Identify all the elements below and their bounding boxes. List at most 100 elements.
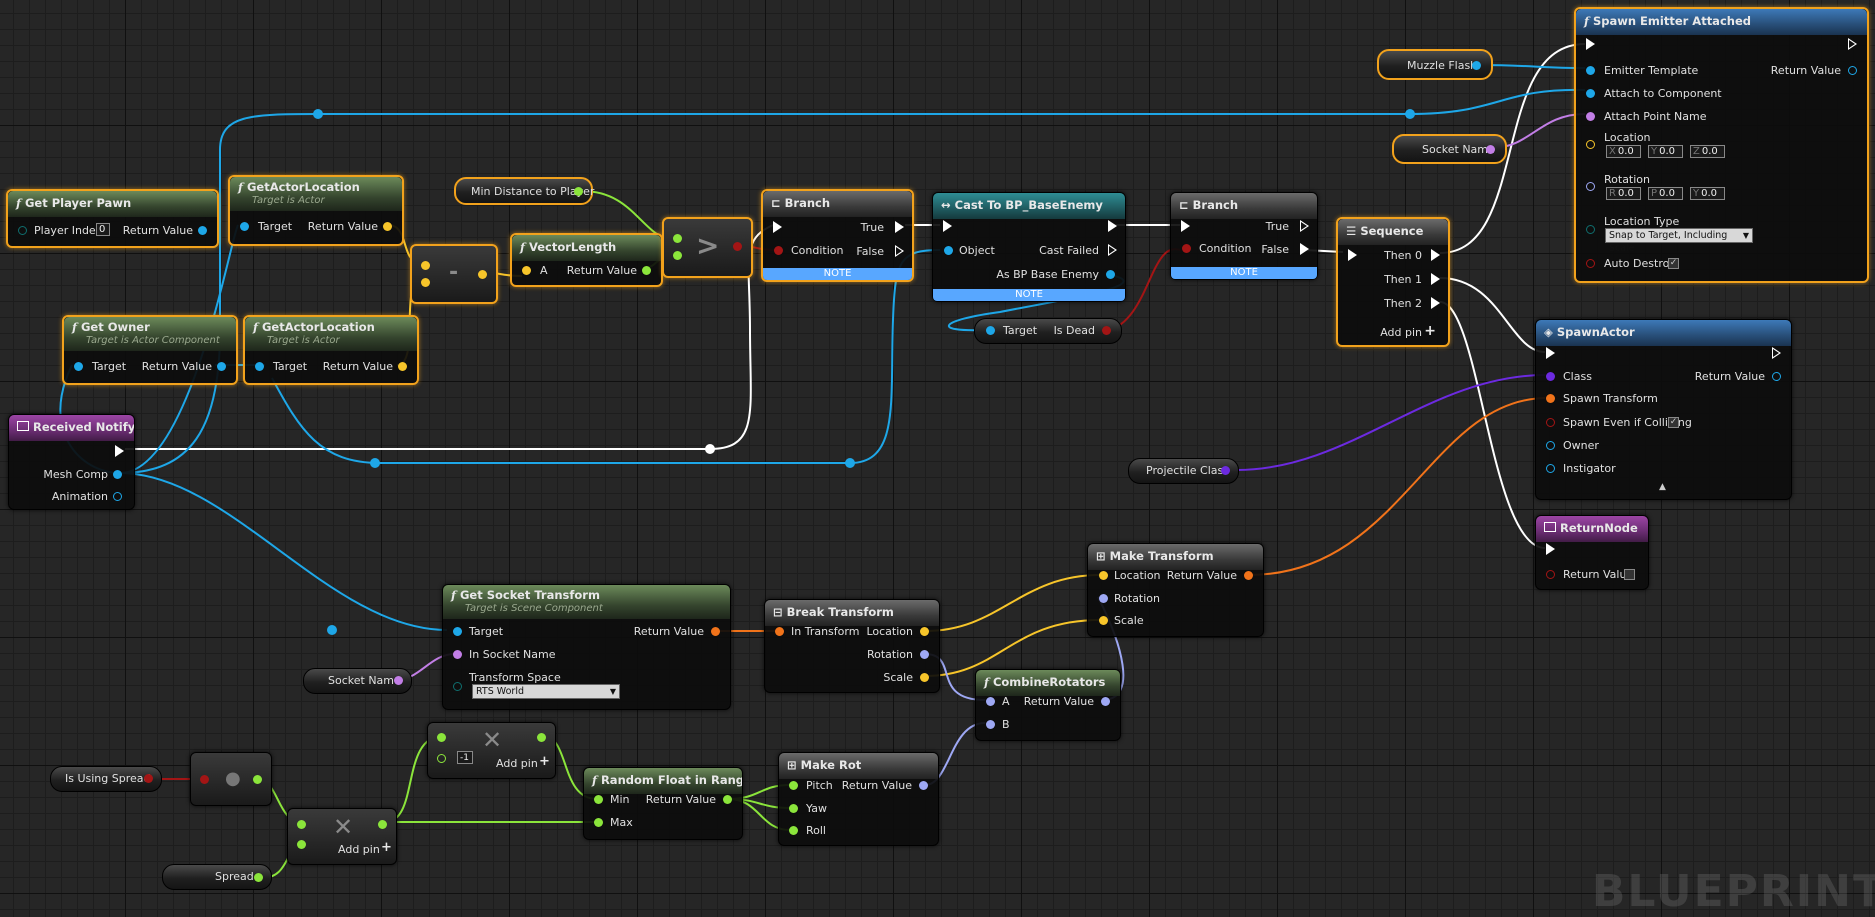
- exec-out-pin[interactable]: [1108, 220, 1117, 232]
- value-pin[interactable]: [144, 774, 153, 783]
- exec-out-pin[interactable]: [115, 445, 124, 457]
- player-index-field[interactable]: 0: [96, 223, 110, 236]
- multiply-node[interactable]: ✕ Add pin +: [287, 808, 397, 865]
- branch-node[interactable]: ⊏Branch True Condition False NOTE: [1170, 192, 1318, 280]
- a-pin[interactable]: [522, 266, 531, 275]
- false-exec-pin[interactable]: [895, 245, 904, 257]
- condition-pin[interactable]: [774, 246, 783, 255]
- collapse-arrow-icon[interactable]: ▲: [1659, 482, 1666, 492]
- muzzle-flash-variable[interactable]: Muzzle Flash: [1377, 49, 1493, 80]
- a-pin[interactable]: [437, 733, 446, 742]
- add-pin-button[interactable]: Add pin: [1380, 326, 1422, 339]
- subtract-node[interactable]: -: [410, 244, 498, 304]
- spawn-even-if-colliding-pin[interactable]: [1546, 418, 1555, 427]
- exec-in-pin[interactable]: [1586, 38, 1595, 50]
- class-pin[interactable]: [1546, 372, 1555, 381]
- value-pin[interactable]: [1221, 466, 1230, 475]
- pick-a-pin[interactable]: [200, 775, 209, 784]
- make-rot-node[interactable]: ⊞Make Rot Pitch Return Value Yaw Roll: [778, 752, 939, 846]
- a-pin[interactable]: [297, 820, 306, 829]
- min-distance-variable[interactable]: Min Distance to Player: [454, 177, 594, 205]
- spread-variable[interactable]: Spread: [162, 864, 272, 890]
- in-socket-name-pin[interactable]: [453, 650, 462, 659]
- location-pin[interactable]: [1099, 571, 1108, 580]
- scale-pin[interactable]: [1099, 616, 1108, 625]
- branch-node[interactable]: ⊏Branch True Condition False NOTE: [761, 189, 914, 282]
- return-value-pin[interactable]: [198, 226, 207, 235]
- return-value-pin[interactable]: [919, 781, 928, 790]
- rotation-pin[interactable]: [1099, 594, 1108, 603]
- return-value-pin[interactable]: [1772, 372, 1781, 381]
- reroute-knot[interactable]: [370, 458, 380, 468]
- return-value-pin[interactable]: [723, 795, 732, 804]
- auto-destroy-pin[interactable]: [1586, 259, 1595, 268]
- b-pin[interactable]: [986, 720, 995, 729]
- socket-name-variable[interactable]: Socket Name: [1392, 134, 1507, 164]
- reroute-knot[interactable]: [1405, 109, 1415, 119]
- select-float-node[interactable]: ●: [190, 752, 272, 806]
- return-value-pin[interactable]: [1101, 697, 1110, 706]
- reroute-knot[interactable]: [327, 625, 337, 635]
- projectile-class-variable[interactable]: Projectile Class: [1128, 458, 1239, 484]
- target-pin[interactable]: [986, 326, 995, 335]
- then-0-pin[interactable]: [1431, 249, 1440, 261]
- a-pin[interactable]: [421, 261, 430, 270]
- result-pin[interactable]: [537, 733, 546, 742]
- plus-icon[interactable]: +: [539, 754, 550, 769]
- exec-in-pin[interactable]: [1546, 543, 1555, 555]
- rotation-pin[interactable]: [1586, 182, 1595, 191]
- return-value-pin[interactable]: [642, 266, 651, 275]
- min-pin[interactable]: [594, 795, 603, 804]
- transform-space-pin[interactable]: [453, 682, 462, 691]
- spawn-actor-node[interactable]: ◈SpawnActor Class Return Value Spawn Tra…: [1535, 319, 1792, 500]
- return-value-pin[interactable]: [398, 362, 407, 371]
- instigator-pin[interactable]: [1546, 464, 1555, 473]
- cast-to-bp-base-enemy-node[interactable]: ↔Cast To BP_BaseEnemy Object Cast Failed…: [932, 192, 1126, 302]
- exec-in-pin[interactable]: [773, 221, 782, 233]
- b-pin[interactable]: [297, 840, 306, 849]
- b-pin[interactable]: [673, 251, 682, 260]
- emitter-template-pin[interactable]: [1586, 66, 1595, 75]
- animation-pin[interactable]: [113, 492, 122, 501]
- location-pin[interactable]: [1586, 140, 1595, 149]
- note-bar[interactable]: NOTE: [1171, 267, 1317, 279]
- target-pin[interactable]: [74, 362, 83, 371]
- target-pin[interactable]: [255, 362, 264, 371]
- reroute-knot[interactable]: [845, 458, 855, 468]
- attach-point-name-pin[interactable]: [1586, 112, 1595, 121]
- return-value-pin[interactable]: [1244, 571, 1253, 580]
- value-pin[interactable]: [1472, 61, 1481, 70]
- owner-pin[interactable]: [1546, 441, 1555, 450]
- transform-space-dropdown[interactable]: RTS World: [472, 684, 620, 699]
- received-notify-node[interactable]: Received Notify Mesh Comp Animation: [8, 414, 135, 510]
- plus-icon[interactable]: +: [1424, 323, 1436, 339]
- exec-in-pin[interactable]: [1181, 220, 1190, 232]
- rotation-pin[interactable]: [920, 650, 929, 659]
- make-transform-node[interactable]: ⊞Make Transform Location Return Value Ro…: [1087, 543, 1264, 637]
- return-value-pin[interactable]: [383, 222, 392, 231]
- result-pin[interactable]: [733, 242, 742, 251]
- value-pin[interactable]: [1486, 145, 1495, 154]
- target-pin[interactable]: [453, 627, 462, 636]
- object-pin[interactable]: [944, 246, 953, 255]
- value-pin[interactable]: [574, 187, 583, 196]
- b-pin[interactable]: [421, 278, 430, 287]
- yaw-pin[interactable]: [789, 804, 798, 813]
- a-pin[interactable]: [986, 697, 995, 706]
- value-pin[interactable]: [254, 873, 263, 882]
- plus-icon[interactable]: +: [381, 840, 392, 855]
- condition-pin[interactable]: [1182, 244, 1191, 253]
- reroute-knot[interactable]: [313, 109, 323, 119]
- add-pin-button[interactable]: Add pin: [338, 843, 380, 856]
- result-pin[interactable]: [253, 775, 262, 784]
- result-pin[interactable]: [478, 270, 487, 279]
- multiplier-field[interactable]: -1: [457, 751, 473, 764]
- then-1-pin[interactable]: [1431, 273, 1440, 285]
- mesh-comp-pin[interactable]: [113, 470, 122, 479]
